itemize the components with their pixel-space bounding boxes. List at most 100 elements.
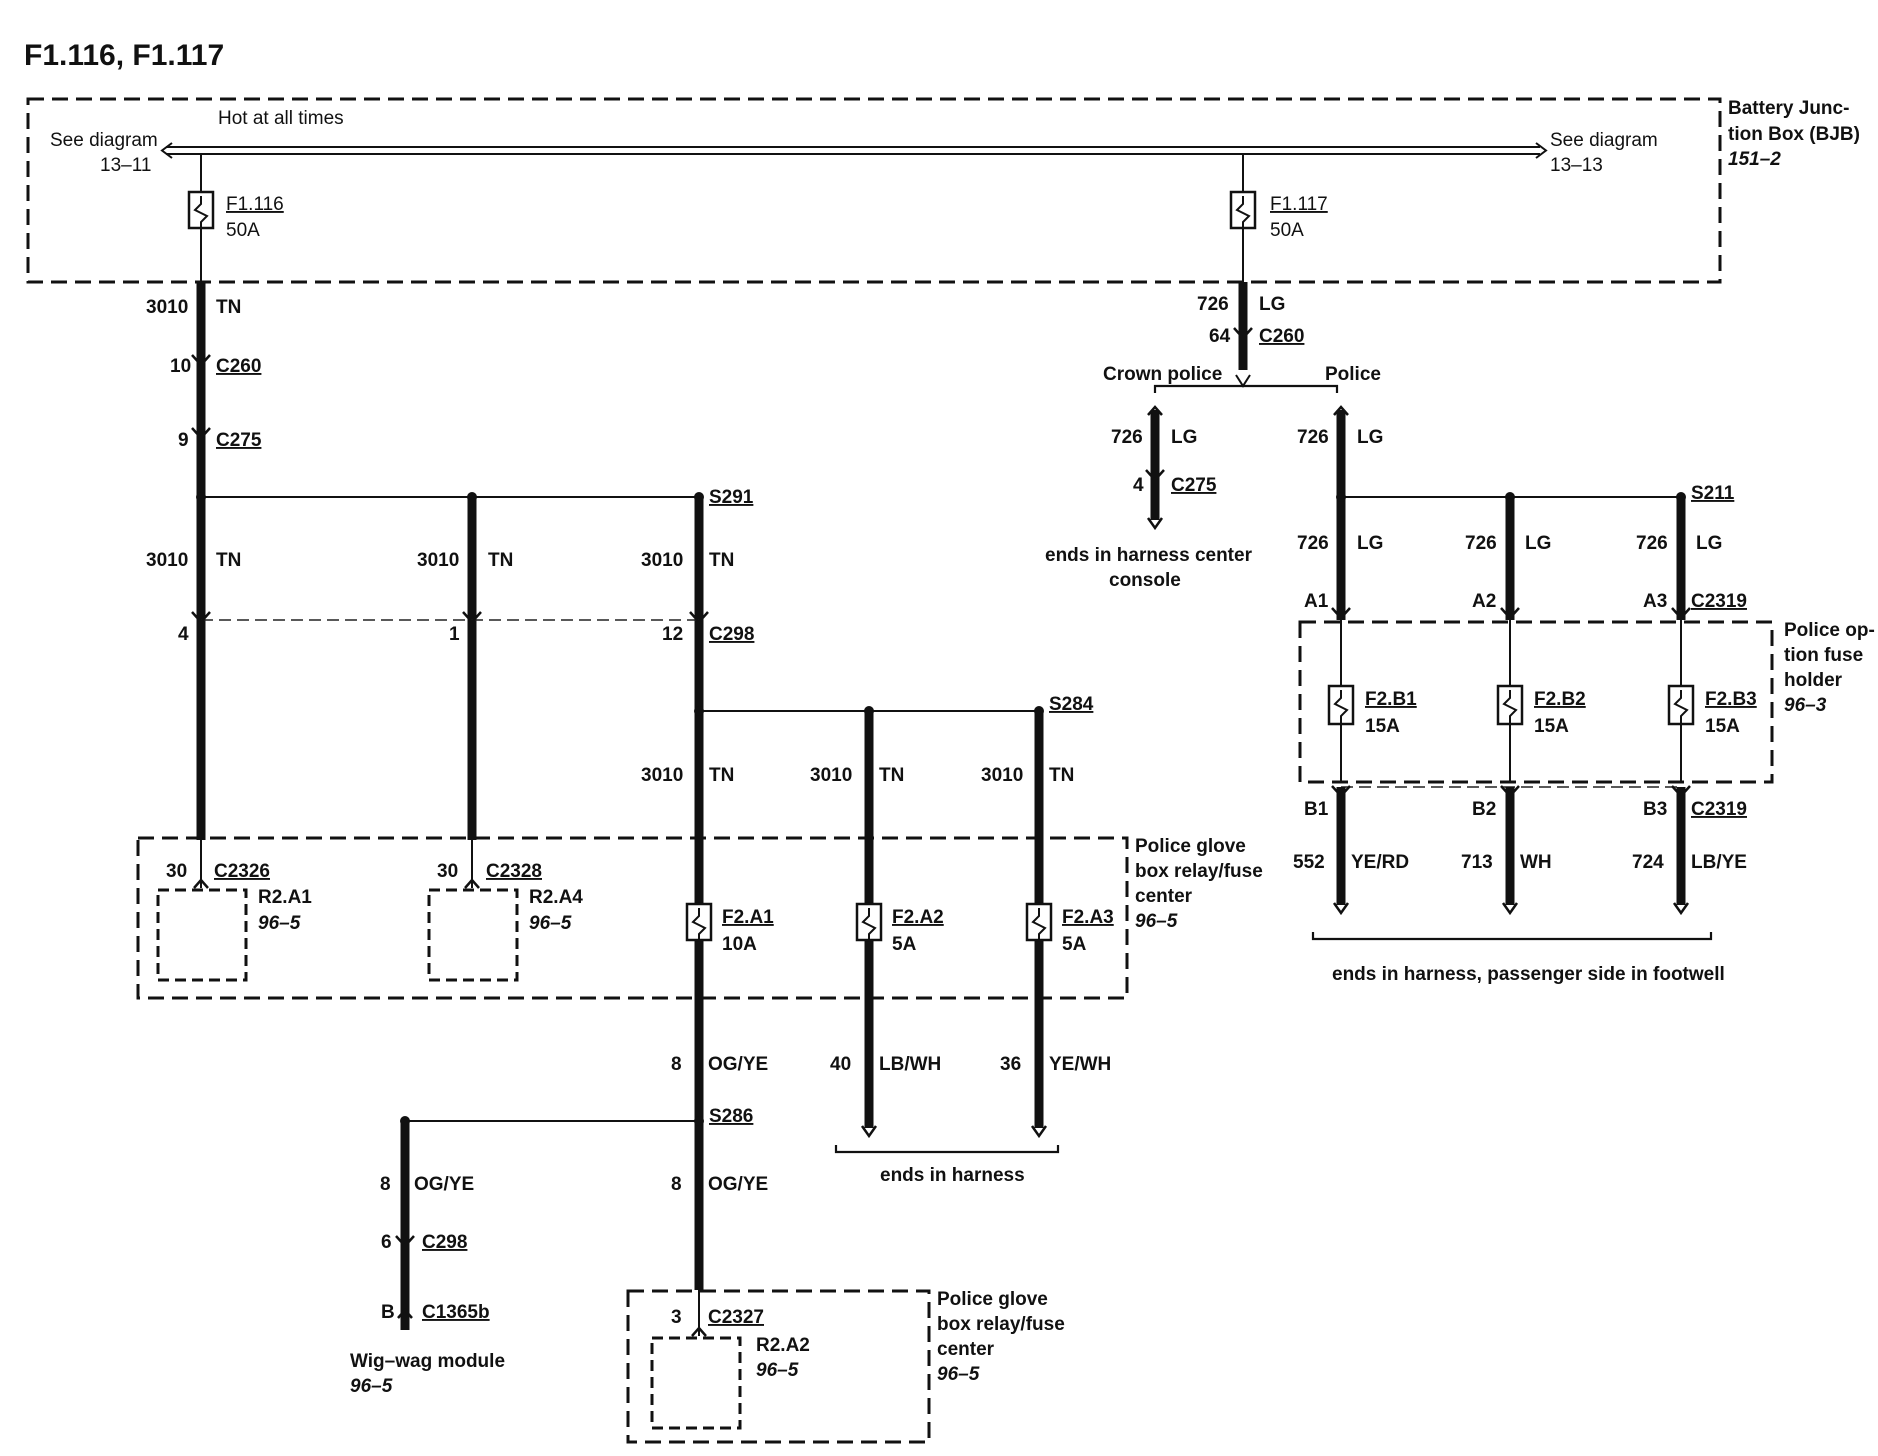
fuse-f2-b1 [1327, 684, 1355, 726]
fuse-f1-117-rating: 50A [1270, 220, 1304, 241]
police-option-fuse-holder [1298, 620, 1774, 784]
fuse-f2-b3-name: F2.B3 [1705, 689, 1757, 710]
wire-726-circuit: 726 [1197, 294, 1229, 315]
fuse-f2-a3-name: F2.A3 [1062, 907, 1114, 928]
fuse-f2-b3 [1667, 684, 1695, 726]
pin-12: 12 [662, 624, 683, 645]
wire-3010-b2-circuit: 3010 [417, 550, 459, 571]
see-diagram-right: See diagram [1550, 130, 1658, 151]
wire-3010-b6-circuit: 3010 [981, 765, 1023, 786]
pin-1: 1 [449, 624, 460, 645]
see-diagram-right-number: 13–13 [1550, 155, 1603, 176]
bjb-name-line2: tion Box (BJB) [1728, 124, 1860, 145]
page-title: F1.116, F1.117 [24, 39, 224, 72]
fuse-f2-a3-rating: 5A [1062, 934, 1087, 955]
pin-4: 4 [178, 624, 189, 645]
glovebox-label-line2: box relay/fuse [1135, 861, 1263, 882]
wire-8-wigwag-color: OG/YE [414, 1174, 474, 1195]
glovebox-lower-label-line2: box relay/fuse [937, 1314, 1065, 1335]
see-diagram-left-number: 13–11 [100, 155, 151, 176]
fuse-f1-116-rating: 50A [226, 220, 260, 241]
connector-c260-left: C260 [216, 356, 261, 377]
fuse-f2-a1-name: F2.A1 [722, 907, 774, 928]
fuse-f2-b1-rating: 15A [1365, 716, 1400, 737]
wire-3010-b5-circuit: 3010 [810, 765, 852, 786]
wire-726-a3-color: LG [1696, 533, 1722, 554]
fuse-f2-b2-rating: 15A [1534, 716, 1569, 737]
pin-30-r2a4: 30 [437, 861, 458, 882]
option-split-brace [1153, 384, 1339, 393]
wire-552-circuit: 552 [1293, 852, 1325, 873]
wig-wag-module-ref: 96–5 [350, 1376, 393, 1397]
wire-713-circuit: 713 [1461, 852, 1493, 873]
connector-c1365b: C1365b [422, 1302, 490, 1323]
relay-r2-a2-ref: 96–5 [756, 1360, 799, 1381]
see-diagram-left: See diagram [50, 130, 158, 151]
splice-s211: S211 [1691, 483, 1735, 504]
option-holder-ref: 96–3 [1784, 695, 1827, 716]
wire-3010-color: TN [216, 297, 241, 318]
fuse-f2-b2-name: F2.B2 [1534, 689, 1586, 710]
wig-wag-module-label: Wig–wag module [350, 1351, 505, 1372]
wire-40-circuit: 40 [830, 1054, 851, 1075]
pin-30-r2a1: 30 [166, 861, 187, 882]
wire-3010-b3-circuit: 3010 [641, 550, 683, 571]
wire-726-police-circuit: 726 [1297, 427, 1329, 448]
glovebox-ref: 96–5 [1135, 911, 1178, 932]
wire-724-circuit: 724 [1632, 852, 1664, 873]
pin-64: 64 [1209, 326, 1231, 347]
relay-r2-a4-ref: 96–5 [529, 913, 572, 934]
pin-A3: A3 [1643, 591, 1667, 612]
connector-c2319-bottom: C2319 [1691, 799, 1747, 820]
option-holder-line1: Police op- [1784, 620, 1875, 641]
wire-36-circuit: 36 [1000, 1054, 1021, 1075]
relay-r2-a1 [156, 888, 248, 982]
wire-726-crown-circuit: 726 [1111, 427, 1143, 448]
wire-3010-b4-circuit: 3010 [641, 765, 683, 786]
pin-B: B [381, 1302, 395, 1323]
connector-c275-left: C275 [216, 430, 262, 451]
wire-726-crown-color: LG [1171, 427, 1197, 448]
fuse-f2-b1-name: F2.B1 [1365, 689, 1417, 710]
wire-726-a2-circuit: 726 [1465, 533, 1497, 554]
wire-726-a1-color: LG [1357, 533, 1383, 554]
relay-r2-a4 [427, 888, 519, 982]
relay-r2-a4-name: R2.A4 [529, 887, 583, 908]
wire-8-circuit: 8 [671, 1054, 682, 1075]
pin-9: 9 [178, 430, 189, 451]
connector-c275-right: C275 [1171, 475, 1217, 496]
wire-726-a1-circuit: 726 [1297, 533, 1329, 554]
hot-bus-bar [160, 142, 1548, 159]
ends-console-line1: ends in harness center [1045, 545, 1253, 566]
connector-c2326: C2326 [214, 861, 270, 882]
wire-3010-b5-color: TN [879, 765, 904, 786]
wire-3010-b2-color: TN [488, 550, 513, 571]
fuse-f2-a2-rating: 5A [892, 934, 917, 955]
connector-c260-right: C260 [1259, 326, 1304, 347]
wire-726-police-color: LG [1357, 427, 1383, 448]
fuse-f2-b2 [1496, 684, 1524, 726]
wire-3010-b1-color: TN [216, 550, 241, 571]
wire-3010-b3-color: TN [709, 550, 734, 571]
ends-footwell-brace [1311, 932, 1713, 941]
pin-6: 6 [381, 1232, 392, 1253]
wire-3010-b6-color: TN [1049, 765, 1074, 786]
fuse-f2-a2-name: F2.A2 [892, 907, 944, 928]
fuse-f1-116-name: F1.116 [226, 194, 284, 215]
connector-c2319-top: C2319 [1691, 591, 1747, 612]
wire-3010-b1-circuit: 3010 [146, 550, 188, 571]
wire-8-lower-color: OG/YE [708, 1174, 768, 1195]
fuse-f2-a1 [685, 902, 713, 942]
option-holder-line2: tion fuse [1784, 645, 1863, 666]
connector-c298-wigwag: C298 [422, 1232, 467, 1253]
fuse-f2-a1-rating: 10A [722, 934, 757, 955]
pin-3: 3 [671, 1307, 682, 1328]
ends-console-line2: console [1109, 570, 1181, 591]
ends-in-harness-label: ends in harness [880, 1165, 1025, 1186]
glovebox-label-line3: center [1135, 886, 1193, 907]
fuse-f1-117-name: F1.117 [1270, 194, 1328, 215]
connector-c2327: C2327 [708, 1307, 764, 1328]
option-crown-police: Crown police [1103, 364, 1222, 385]
option-police: Police [1325, 364, 1381, 385]
pin-B3: B3 [1643, 799, 1667, 820]
